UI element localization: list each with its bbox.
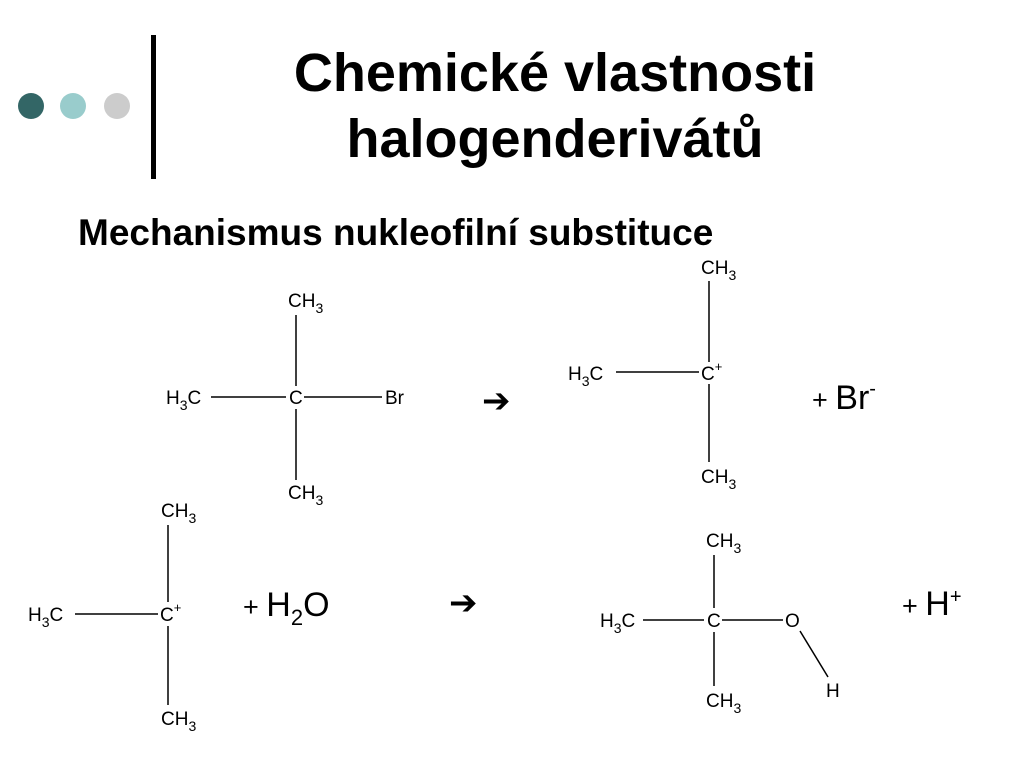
title-divider bbox=[151, 35, 156, 179]
atom-text: CH bbox=[701, 258, 728, 279]
r1-reactant: CH3 H3C C Br CH3 bbox=[166, 291, 405, 508]
subscript: 3 bbox=[188, 510, 196, 526]
decor-dot-3 bbox=[104, 93, 130, 119]
ion-charge: + bbox=[950, 586, 962, 608]
charge-sign: + bbox=[174, 600, 182, 615]
subscript: 3 bbox=[733, 540, 741, 556]
r2-arrow: ➔ bbox=[449, 584, 478, 622]
r2-product-bottom: CH3 bbox=[706, 691, 741, 716]
atom-text: CH bbox=[706, 691, 733, 712]
subscript: 3 bbox=[728, 476, 736, 492]
plus-sign: + bbox=[243, 592, 266, 622]
subscript: 3 bbox=[188, 718, 196, 734]
subscript: 3 bbox=[614, 620, 622, 636]
reagent-subscript: 2 bbox=[291, 605, 303, 630]
title-line-1: Chemické vlastnosti bbox=[293, 43, 817, 103]
r1-arrow: ➔ bbox=[482, 382, 511, 420]
r1-product-center: C+ bbox=[701, 359, 722, 385]
r2-byproduct: + H+ bbox=[902, 585, 962, 623]
charge-sign: + bbox=[715, 359, 723, 374]
r2-product-left: H3C bbox=[600, 611, 635, 636]
r1-reactant-right: Br bbox=[385, 388, 405, 409]
reagent-h: H bbox=[266, 586, 291, 624]
atom-symbol: C bbox=[701, 364, 715, 385]
r2-reactant-left: H3C bbox=[28, 605, 63, 630]
r2-product-oxygen: O bbox=[785, 611, 800, 632]
atom-text: C bbox=[188, 388, 202, 409]
subscript: 3 bbox=[733, 700, 741, 716]
ion-symbol: Br bbox=[835, 379, 869, 417]
r2-reagent: + H2O bbox=[243, 586, 330, 630]
r1-reactant-center: C bbox=[289, 388, 303, 409]
atom-text: C bbox=[590, 364, 604, 385]
r1-product-top: CH3 bbox=[701, 258, 736, 283]
plus-sign: + bbox=[812, 385, 835, 415]
r1-byproduct: + Br- bbox=[812, 378, 876, 417]
r1-product-left: H3C bbox=[568, 364, 603, 389]
atom-text: H bbox=[568, 364, 582, 385]
r1-reactant-left: H3C bbox=[166, 388, 201, 413]
bond bbox=[799, 630, 829, 678]
atom-text: C bbox=[622, 611, 636, 632]
subscript: 3 bbox=[728, 267, 736, 283]
atom-text: CH bbox=[288, 483, 315, 504]
atom-text: C bbox=[50, 605, 64, 626]
atom-text: CH bbox=[701, 467, 728, 488]
atom-text: H bbox=[166, 388, 180, 409]
subscript: 3 bbox=[180, 397, 188, 413]
subscript: 3 bbox=[315, 300, 323, 316]
reagent-o: O bbox=[303, 586, 329, 624]
ion-symbol: H bbox=[925, 585, 950, 623]
atom-text: CH bbox=[706, 531, 733, 552]
atom-text: CH bbox=[161, 709, 188, 730]
r2-reactant-top: CH3 bbox=[161, 501, 196, 526]
ion-charge: - bbox=[869, 378, 876, 400]
subscript: 3 bbox=[582, 373, 590, 389]
atom-text: CH bbox=[288, 291, 315, 312]
atom-text: H bbox=[600, 611, 614, 632]
subscript: 3 bbox=[315, 492, 323, 508]
r1-reactant-bottom: CH3 bbox=[288, 483, 323, 508]
r1-reactant-top: CH3 bbox=[288, 291, 323, 316]
decor-dot-2 bbox=[60, 93, 86, 119]
atom-text: CH bbox=[161, 501, 188, 522]
r1-product: CH3 H3C C+ CH3 bbox=[568, 258, 736, 492]
decor-dot-1 bbox=[18, 93, 44, 119]
subscript: 3 bbox=[42, 614, 50, 630]
atom-symbol: C bbox=[160, 605, 174, 626]
r2-product-center: C bbox=[707, 611, 721, 632]
r2-product-hydrogen: H bbox=[826, 681, 840, 702]
r2-product-top: CH3 bbox=[706, 531, 741, 556]
plus-sign: + bbox=[902, 591, 925, 621]
r2-reactant: CH3 H3C C+ CH3 bbox=[28, 501, 196, 734]
slide-subtitle: Mechanismus nukleofilní substituce bbox=[78, 212, 714, 253]
r2-reactant-bottom: CH3 bbox=[161, 709, 196, 734]
title-line-2: halogenderivátů bbox=[346, 109, 764, 169]
r1-product-bottom: CH3 bbox=[701, 467, 736, 492]
page-title: Chemické vlastnosti halogenderivátů bbox=[160, 40, 950, 172]
r2-product: CH3 H3C C O H CH3 bbox=[600, 531, 840, 716]
r2-reactant-center: C+ bbox=[160, 600, 181, 626]
atom-text: H bbox=[28, 605, 42, 626]
